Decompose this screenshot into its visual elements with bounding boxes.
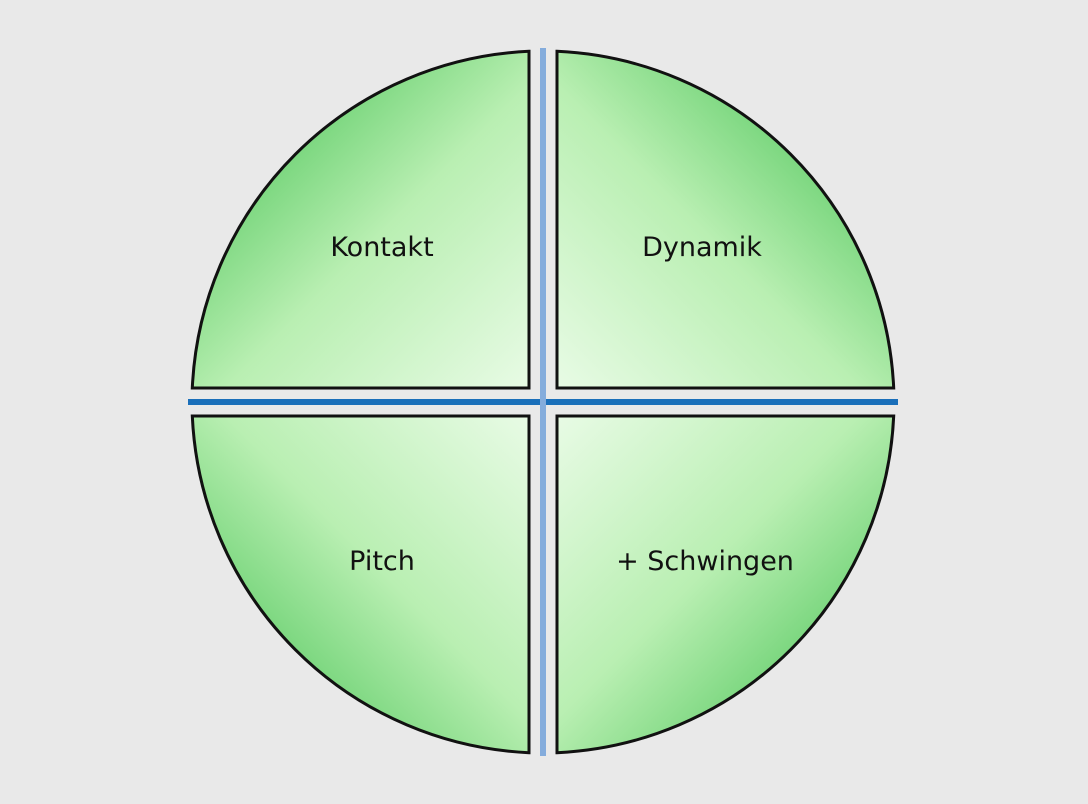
label-kontakt: Kontakt <box>330 232 433 263</box>
quadrant-top-left <box>190 49 531 390</box>
quadrant-bottom-left <box>190 414 531 755</box>
label-schwingen: + Schwingen <box>616 546 794 577</box>
vertical-divider <box>540 48 546 756</box>
label-dynamik: Dynamik <box>642 232 762 263</box>
quadrant-bottom-right <box>555 414 896 755</box>
label-pitch: Pitch <box>349 546 415 577</box>
quadrant-top-right <box>555 49 896 390</box>
